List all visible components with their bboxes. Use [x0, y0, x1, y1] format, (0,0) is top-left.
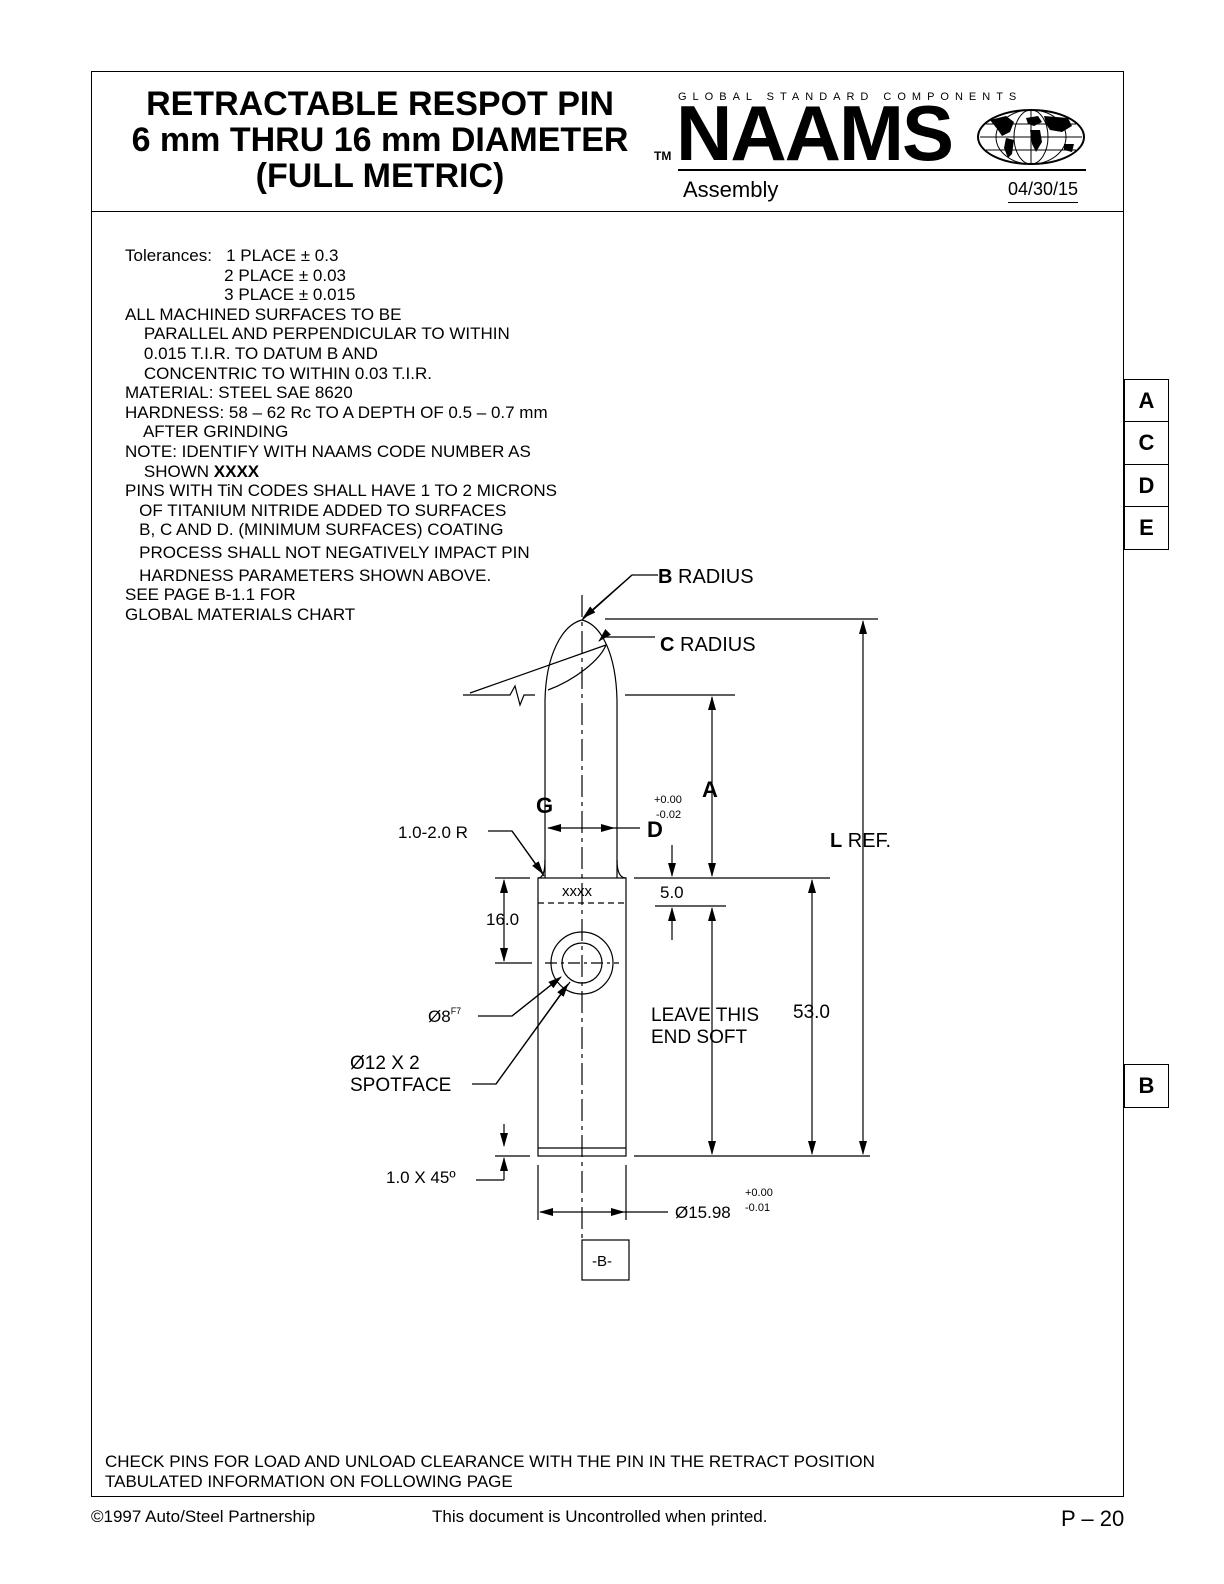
note-line: 0.015 T.I.R. TO DATUM B AND [125, 343, 378, 363]
code-marking: xxxx [562, 883, 593, 900]
note-line: B, C AND D. (MINIMUM SURFACES) COATING [125, 520, 504, 540]
standard-components-label: GLOBAL STANDARD COMPONENTS [678, 91, 1023, 103]
note-line: SEE PAGE B-1.1 FOR [125, 585, 296, 605]
note-line: PROCESS SHALL NOT NEGATIVELY IMPACT PIN [125, 542, 530, 562]
shank-tol-plus: +0.00 [745, 1187, 773, 1199]
spotface-line-2: SPOTFACE [350, 1075, 451, 1096]
section-label: Assembly [683, 177, 779, 202]
datum-box [581, 1239, 630, 1281]
soft-end-line-2: END SOFT [651, 1027, 747, 1048]
note-line: PARALLEL AND PERPENDICULAR TO WITHIN [125, 324, 510, 344]
page-frame [91, 71, 1124, 1497]
trademark-mark: TM [654, 149, 672, 163]
tab-a[interactable]: A [1124, 378, 1169, 423]
naams-logo: NAAMS [676, 89, 954, 177]
bottom-note-line: TABULATED INFORMATION ON FOLLOWING PAGE [105, 1472, 513, 1491]
dim-d-tol-plus: +0.00 [654, 794, 682, 806]
uncontrolled-notice: This document is Uncontrolled when print… [432, 1507, 768, 1526]
note-line: 3 PLACE ± 0.015 [125, 285, 356, 305]
note-line-code: SHOWN XXXX [125, 462, 557, 482]
dim-g-label: G [536, 793, 553, 818]
side-tabs-top: A C D E [1124, 378, 1169, 550]
tab-b[interactable]: B [1124, 1063, 1169, 1108]
code-placeholder: XXXX [213, 461, 260, 481]
note-line: 2 PLACE ± 0.03 [125, 265, 346, 285]
note-line: AFTER GRINDING [125, 422, 289, 442]
bottom-notes: CHECK PINS FOR LOAD AND UNLOAD CLEARANCE… [105, 1452, 875, 1492]
dim-d-tol-minus: -0.02 [656, 809, 681, 821]
b-radius-label: B RADIUS [658, 566, 754, 588]
note-line: HARDNESS: 58 – 62 Rc TO A DEPTH OF 0.5 –… [125, 402, 548, 422]
note-line: GLOBAL MATERIALS CHART [125, 604, 356, 624]
note-line: ALL MACHINED SURFACES TO BE [125, 304, 402, 324]
shank-dia-label: Ø15.98 [675, 1203, 731, 1222]
page-number: P – 20 [1061, 1506, 1125, 1531]
c-radius-label: C RADIUS [660, 634, 756, 656]
logo-divider [678, 169, 1086, 171]
note-line: NOTE: IDENTIFY WITH NAAMS CODE NUMBER AS [125, 441, 531, 461]
fillet-label: 1.0-2.0 R [398, 823, 468, 842]
dim-53-label: 53.0 [793, 1002, 830, 1023]
revision-date: 04/30/15 [1008, 179, 1079, 203]
c-radius-profile [547, 644, 607, 691]
dim-a-label: A [702, 777, 718, 802]
datum-label: -B- [592, 1253, 612, 1270]
general-notes: Tolerances: 1 PLACE ± 0.3 2 PLACE ± 0.03… [125, 246, 557, 624]
bottom-note-line: CHECK PINS FOR LOAD AND UNLOAD CLEARANCE… [105, 1452, 875, 1471]
title-line-3: (FULL METRIC) [255, 157, 505, 195]
dim-16-label: 16.0 [486, 910, 519, 929]
side-tabs-bottom: B [1124, 1063, 1169, 1108]
soft-end-line-1: LEAVE THIS [651, 1005, 759, 1026]
title-line-1: RETRACTABLE RESPOT PIN [146, 85, 614, 123]
note-line: Tolerances: 1 PLACE ± 0.3 [125, 246, 339, 265]
title-line-2: 6 mm THRU 16 mm DIAMETER [131, 121, 629, 159]
globe-icon [977, 109, 1085, 165]
note-line: HARDNESS PARAMETERS SHOWN ABOVE. [125, 565, 492, 585]
hole-dia-label: Ø8F7 [428, 1006, 461, 1026]
spotface-line-1: Ø12 X 2 [350, 1053, 420, 1074]
copyright: ©1997 Auto/Steel Partnership [91, 1507, 316, 1526]
l-ref-label: L REF. [830, 830, 891, 852]
tab-d[interactable]: D [1124, 463, 1169, 508]
dim-d-label: D [647, 817, 663, 842]
dim-5-label: 5.0 [660, 883, 684, 902]
note-line: MATERIAL: STEEL SAE 8620 [125, 383, 353, 403]
chamfer-label: 1.0 X 45º [386, 1168, 456, 1187]
tab-e[interactable]: E [1124, 506, 1169, 550]
pin-nose-profile [544, 619, 618, 878]
header-divider [91, 211, 1124, 212]
shank-tol-minus: -0.01 [745, 1202, 770, 1214]
note-line: SHOWN [125, 461, 214, 481]
note-line: CONCENTRIC TO WITHIN 0.03 T.I.R. [125, 363, 432, 383]
note-line: PINS WITH TiN CODES SHALL HAVE 1 TO 2 MI… [125, 481, 558, 501]
note-line: OF TITANIUM NITRIDE ADDED TO SURFACES [125, 500, 507, 520]
